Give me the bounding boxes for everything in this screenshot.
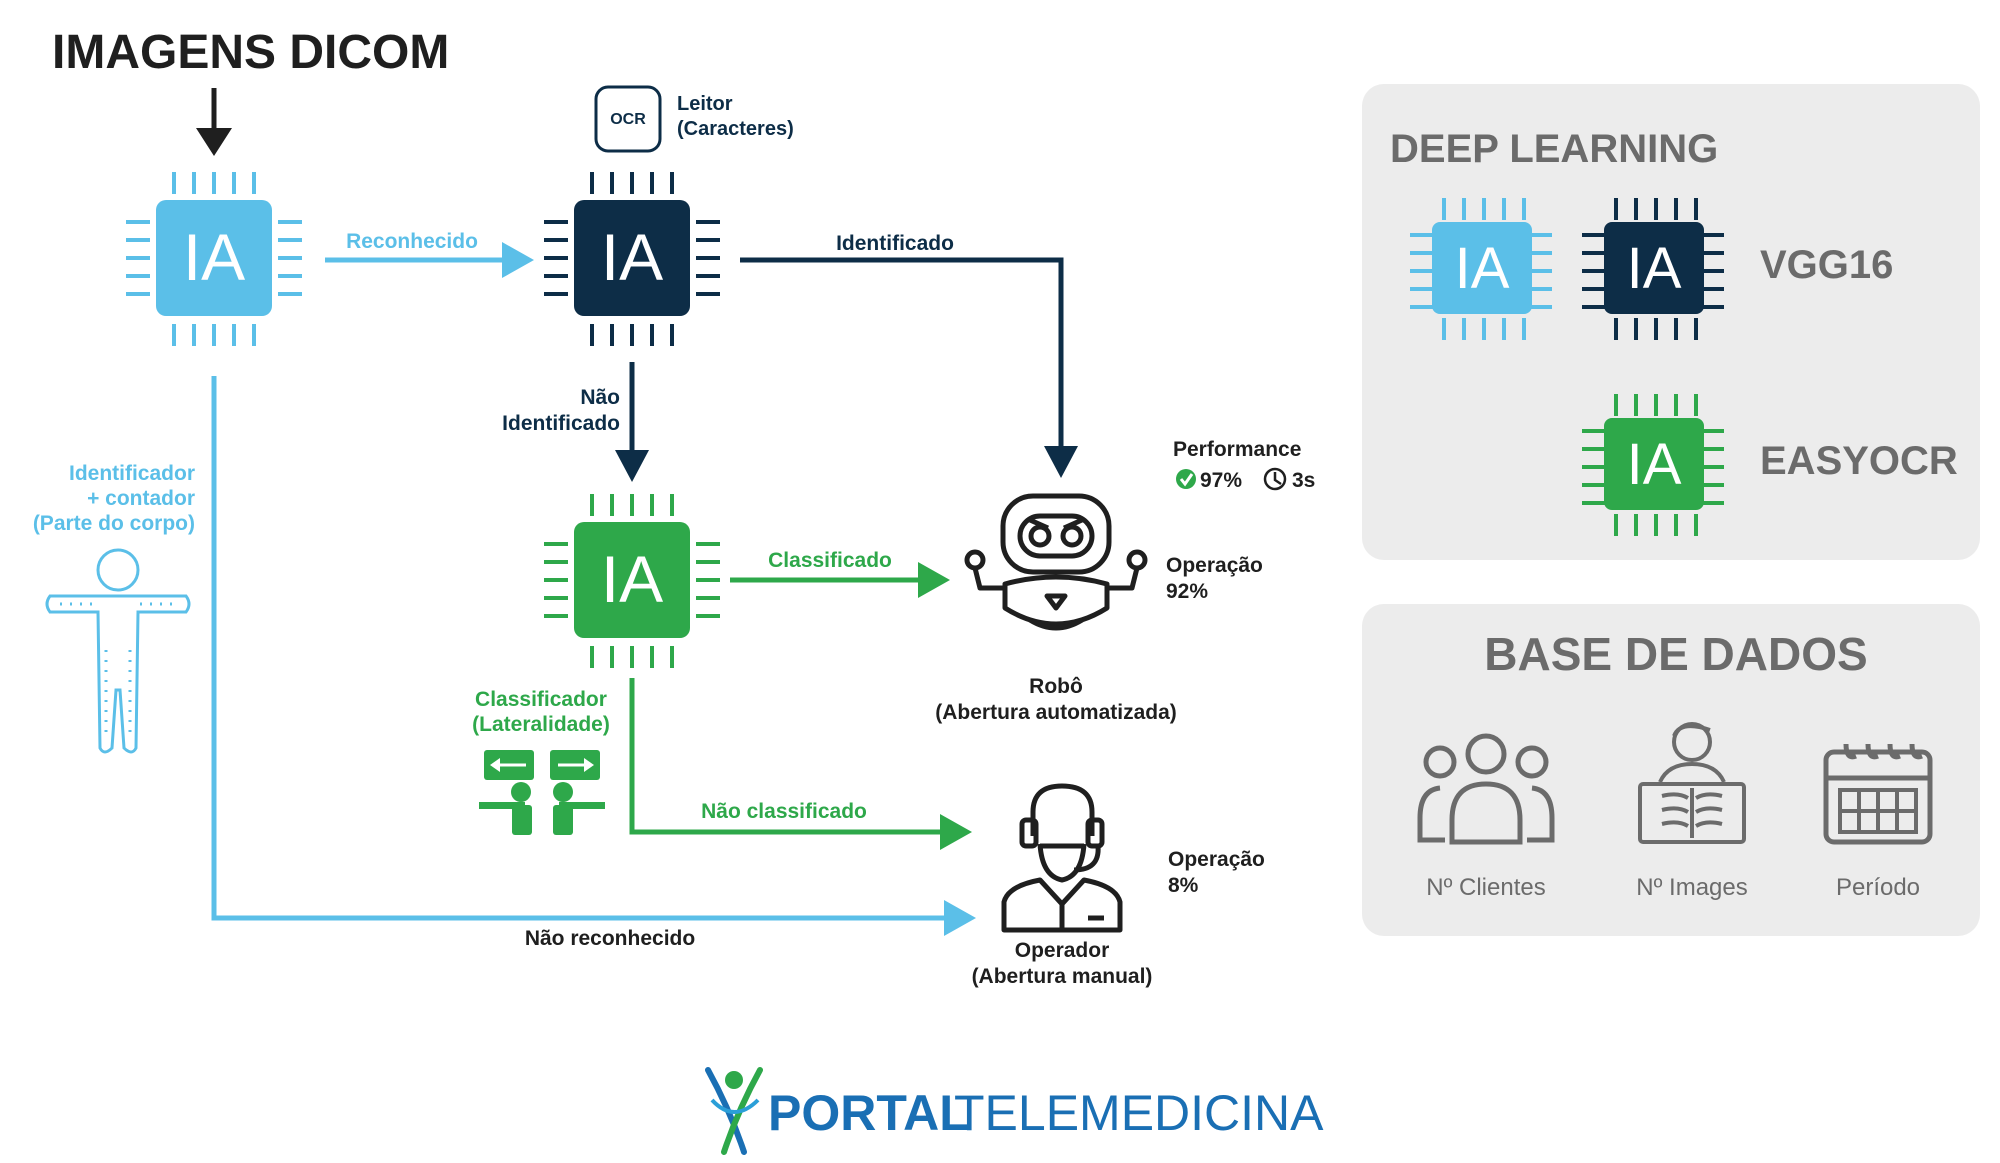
ai-chip-recognizer: IA [124, 170, 304, 348]
operator-operation-value: 8% [1168, 874, 1199, 897]
ocr-label-line1: Leitor [677, 93, 733, 115]
laterality-sign-icon [479, 750, 605, 835]
chip-label: IA [1455, 236, 1510, 301]
deep-learning-panel [1362, 84, 1980, 560]
dl-chip-dark: IA [1580, 196, 1726, 342]
body-outline-icon [45, 548, 191, 754]
logo-figure-icon [705, 1067, 763, 1155]
database-title: BASE DE DADOS [1484, 628, 1867, 680]
label-not-identified-2: Identificado [502, 412, 620, 435]
body-counter-label-1: Identificador [69, 462, 195, 485]
label-not-recognized: Não reconhecido [525, 927, 695, 950]
operator-operation-label: Operação [1168, 848, 1265, 871]
ocr-label-line2: (Caracteres) [677, 118, 794, 140]
not-identified-arrow-head [615, 450, 649, 482]
laterality-label-1: Classificador [475, 688, 607, 711]
model-vgg16: VGG16 [1760, 243, 1893, 287]
page-title: IMAGENS DICOM [52, 26, 449, 79]
dl-chip-light: IA [1408, 196, 1554, 342]
database-item-clients: Nº Clientes [1426, 874, 1545, 901]
robot-icon [964, 493, 1148, 631]
operator-icon [1001, 783, 1123, 933]
not-recognized-arrow-line [211, 376, 950, 921]
label-recognized: Reconhecido [346, 230, 478, 253]
xray-patient-icon [1638, 722, 1746, 844]
robot-description: (Abertura automatizada) [935, 701, 1177, 724]
operator-name: Operador [1015, 939, 1110, 962]
not-classified-arrow-line [629, 678, 945, 835]
label-not-classified: Não classificado [701, 800, 867, 823]
logo-word-portal: PORTAL [768, 1085, 970, 1141]
not-recognized-arrow-head [944, 900, 976, 936]
input-arrow-head [196, 128, 232, 156]
classified-arrow-head [918, 562, 950, 598]
robot-name: Robô [1029, 675, 1083, 698]
chip-label: IA [1627, 432, 1682, 497]
not-classified-arrow-head [940, 814, 972, 850]
identified-arrow-line [740, 257, 1064, 450]
users-group-icon [1417, 733, 1555, 845]
body-counter-label-2: + contador [87, 487, 195, 510]
ai-chip-ocr: IA [542, 170, 722, 348]
performance-label: Performance [1173, 438, 1301, 461]
model-easyocr: EASYOCR [1760, 439, 1958, 483]
check-icon [1176, 469, 1196, 489]
chip-label: IA [183, 220, 245, 294]
identified-arrow-head [1044, 446, 1078, 478]
database-item-images: Nº Images [1636, 874, 1747, 901]
portal-telemedicina-logo: PORTAL TELEMEDICINA [705, 1067, 1324, 1155]
laterality-label-2: (Lateralidade) [472, 713, 610, 736]
performance-accuracy: 97% [1200, 469, 1242, 492]
robot-operation-value: 92% [1166, 580, 1208, 603]
database-item-period: Período [1836, 874, 1920, 901]
chip-label: IA [601, 542, 663, 616]
recognized-arrow-head [502, 242, 534, 278]
label-identified: Identificado [836, 232, 954, 255]
chip-label: IA [1627, 236, 1682, 301]
label-not-identified-1: Não [580, 386, 620, 409]
clock-icon [1263, 467, 1287, 491]
dl-chip-green: IA [1580, 392, 1726, 538]
deep-learning-title: DEEP LEARNING [1390, 127, 1718, 171]
label-classified: Classificado [768, 549, 892, 572]
calendar-icon [1823, 743, 1933, 845]
performance-time: 3s [1292, 469, 1315, 492]
robot-operation-label: Operação [1166, 554, 1263, 577]
body-counter-label-3: (Parte do corpo) [33, 512, 195, 535]
operator-description: (Abertura manual) [972, 965, 1153, 988]
ocr-icon: OCR [594, 85, 662, 153]
ai-chip-classifier: IA [542, 492, 722, 670]
logo-word-telemedicina: TELEMEDICINA [954, 1085, 1324, 1141]
ocr-icon-text: OCR [610, 111, 646, 128]
chip-label: IA [601, 220, 663, 294]
